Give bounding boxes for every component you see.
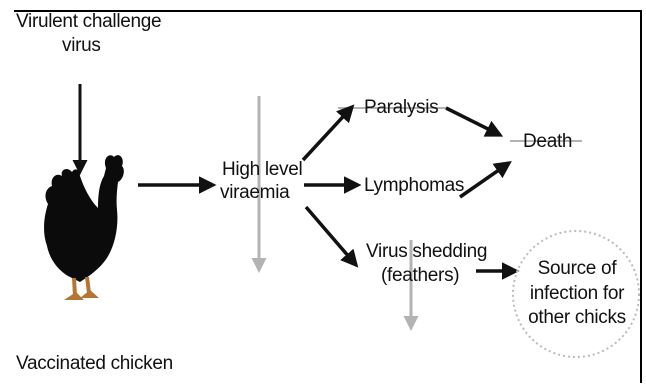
source-label-line1: Source of — [525, 257, 629, 280]
arrow-paralysis-to-death — [446, 108, 500, 135]
challenge-virus-label-line1: Virulent challenge — [16, 10, 161, 33]
paralysis-label: Paralysis — [364, 96, 438, 119]
challenge-virus-label-line2: virus — [62, 34, 101, 57]
arrow-viraemia-to-paralysis — [303, 107, 352, 160]
viraemia-label-line2: viraemia — [220, 181, 289, 204]
virus-shedding-label-line2: (feathers) — [381, 264, 459, 287]
source-label-line2: infection for — [521, 282, 633, 305]
arrow-lymphomas-to-death — [460, 163, 509, 197]
lymphomas-label: Lymphomas — [364, 174, 464, 197]
rooster-silhouette-icon — [44, 155, 124, 300]
vaccinated-chicken-label: Vaccinated chicken — [16, 352, 173, 375]
virus-shedding-label-line1: Virus shedding — [366, 240, 487, 263]
source-label-line3: other chicks — [521, 306, 633, 329]
arrow-viraemia-to-shedding — [306, 207, 356, 265]
viraemia-label-line1: High level — [222, 158, 302, 181]
death-label: Death — [523, 130, 572, 153]
